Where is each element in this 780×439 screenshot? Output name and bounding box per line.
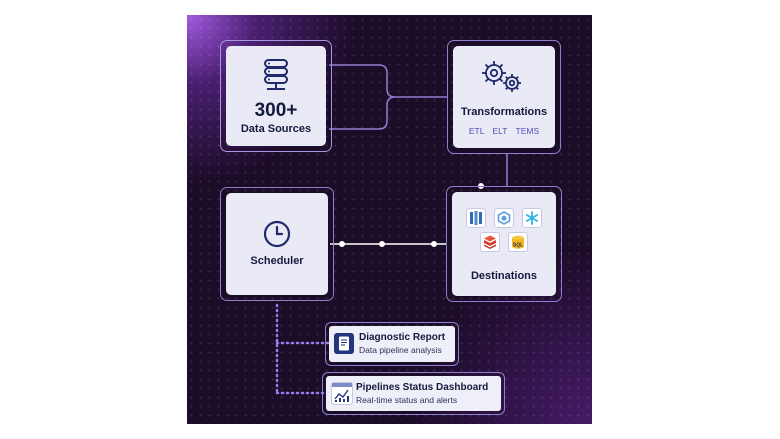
transformations-card: Transformations ETL ELT TEMS bbox=[453, 46, 555, 148]
transformations-tags: ETL ELT TEMS bbox=[453, 126, 555, 136]
snowflake-icon bbox=[525, 211, 539, 225]
scheduler-label: Scheduler bbox=[250, 255, 304, 267]
clock-icon bbox=[263, 220, 291, 248]
tag-tems: TEMS bbox=[515, 126, 540, 136]
destination-logo-stacked-db bbox=[480, 232, 500, 252]
diagnostic-report-card: Diagnostic Report Data pipeline analysis bbox=[329, 326, 455, 362]
destination-logo-sql: SQL bbox=[508, 232, 528, 252]
status-dashboard-frame bbox=[322, 372, 505, 415]
data-sources-card: 300+ Data Sources bbox=[226, 46, 326, 146]
sql-db-icon: SQL bbox=[512, 235, 524, 249]
database-server-icon bbox=[264, 59, 288, 90]
scheduler-card: Scheduler bbox=[226, 193, 328, 295]
diagram-panel: 300+ Data Sources Transformations ETL EL… bbox=[187, 15, 592, 424]
stacked-db-icon bbox=[484, 235, 496, 249]
chart-dashboard-icon bbox=[332, 383, 352, 402]
sql-label: SQL bbox=[513, 242, 523, 248]
connector-scheduler-reports bbox=[275, 303, 330, 395]
dashboard-icon-box bbox=[331, 382, 353, 405]
tag-elt: ELT bbox=[492, 126, 508, 136]
data-sources-count: 300+ bbox=[254, 100, 298, 121]
gears-icon bbox=[482, 61, 521, 92]
destination-logo-snowflake bbox=[522, 208, 542, 228]
destination-logo-hexagon bbox=[494, 208, 514, 228]
status-dashboard-subtitle: Real-time status and alerts bbox=[356, 395, 458, 405]
diagnostic-report-title: Diagnostic Report bbox=[359, 332, 446, 343]
connector-sources-transformations bbox=[329, 64, 447, 130]
tag-etl: ETL bbox=[468, 126, 485, 136]
destinations-frame bbox=[446, 186, 562, 302]
redshift-icon bbox=[470, 211, 482, 225]
destination-logo-redshift bbox=[466, 208, 486, 228]
connector-dot bbox=[339, 241, 345, 247]
data-sources-label: Data Sources bbox=[240, 123, 312, 135]
scheduler-frame bbox=[220, 187, 334, 301]
connector-dot bbox=[431, 241, 437, 247]
connector-lines bbox=[275, 64, 508, 395]
transformations-frame bbox=[447, 40, 561, 154]
hexagon-warehouse-icon bbox=[497, 211, 511, 225]
diagnostic-report-frame bbox=[325, 322, 459, 366]
destinations-label: Destinations bbox=[470, 270, 537, 282]
report-icon bbox=[339, 336, 349, 351]
destinations-card: SQL Destinations bbox=[452, 192, 556, 296]
status-dashboard-card: Pipelines Status Dashboard Real-time sta… bbox=[326, 376, 501, 411]
connector-dot bbox=[379, 241, 385, 247]
data-sources-frame bbox=[220, 40, 332, 152]
diagnostic-report-subtitle: Data pipeline analysis bbox=[359, 345, 442, 355]
report-icon-box bbox=[334, 333, 354, 354]
status-dashboard-title: Pipelines Status Dashboard bbox=[356, 382, 489, 393]
transformations-label: Transformations bbox=[460, 106, 548, 118]
